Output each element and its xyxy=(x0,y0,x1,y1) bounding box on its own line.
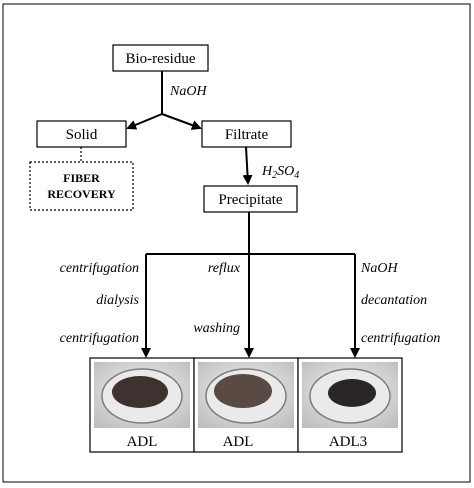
sample-caption-left: ADL xyxy=(127,434,158,450)
sample-caption-right: ADL3 xyxy=(329,434,367,450)
h2so4-reagent: H2SO4 xyxy=(261,164,299,181)
left-step-1: centrifugation xyxy=(60,261,139,276)
left-step-2: dialysis xyxy=(96,293,139,308)
arrow-to-filtrate xyxy=(161,113,202,130)
solid-label: Solid xyxy=(66,127,98,143)
h2so4-sub4: 4 xyxy=(294,170,299,181)
fiber-recovery-box xyxy=(29,161,134,211)
h2so4-h: H xyxy=(261,164,273,179)
sample-powder-center xyxy=(214,374,272,408)
naoh-reagent-top: NaOH xyxy=(169,84,207,99)
h2so4-so: SO xyxy=(277,164,294,179)
fiber-recovery-line2: RECOVERY xyxy=(47,187,116,201)
arrow-to-solid xyxy=(126,113,163,130)
sample-caption-center: ADL xyxy=(223,434,254,450)
solid-box xyxy=(36,120,127,148)
right-step-1: NaOH xyxy=(360,261,398,276)
center-step-2: washing xyxy=(193,321,240,336)
right-step-2: decantation xyxy=(361,293,427,308)
precipitate-box xyxy=(203,185,298,213)
bio-residue-label: Bio-residue xyxy=(126,51,196,67)
outer-frame xyxy=(2,3,471,483)
filtrate-box xyxy=(201,120,292,148)
precipitate-label: Precipitate xyxy=(218,192,282,208)
sample-panel-center: ADL xyxy=(193,357,299,453)
sample-panel-left: ADL xyxy=(89,357,195,453)
fiber-recovery-line1: FIBER xyxy=(63,171,100,185)
sample-powder-right xyxy=(328,379,376,407)
bio-residue-box xyxy=(112,44,209,72)
filtrate-label: Filtrate xyxy=(225,127,269,143)
left-step-3: centrifugation xyxy=(60,331,139,346)
h2so4-sub2: 2 xyxy=(272,170,277,181)
center-step-1: reflux xyxy=(208,261,241,276)
right-step-3: centrifugation xyxy=(361,331,440,346)
sample-panel-right: ADL3 xyxy=(297,357,403,453)
arrow-to-precipitate xyxy=(242,146,253,185)
sample-powder-left xyxy=(112,376,168,408)
